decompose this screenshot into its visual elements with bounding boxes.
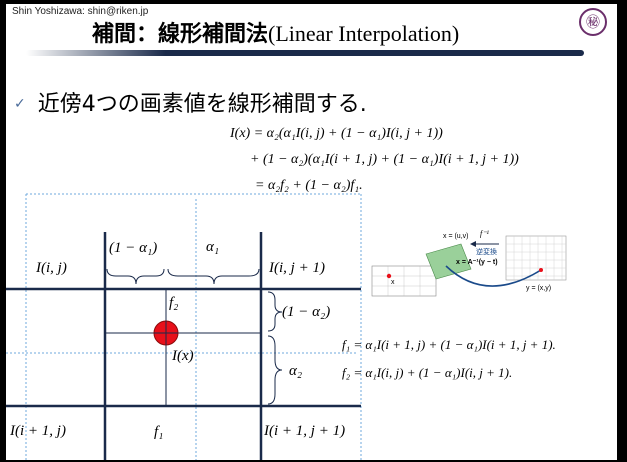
label-alpha2: α₂ [289,363,303,379]
inset-source-grid [372,266,436,296]
equation-line-2: + (1 − α₂)(α₁I(i + 1, j) + (1 − α₁)I(i +… [250,152,519,167]
title-english: (Linear Interpolation) [268,21,460,46]
slide: Shin Yoshizawa: shin@riken.jp 補間：線形補間法(L… [6,4,617,460]
bullet-item: ✓ 近傍4つの画素値を線形補間する. [14,86,367,118]
brace-one-minus-a1 [106,268,165,285]
label-I-i1-j1: I(i + 1, j + 1) [264,423,346,439]
title-japanese: 補間：線形補間法 [92,22,269,47]
label-one-minus-alpha2: (1 − α₂) [282,304,331,320]
inset-green-patch [425,243,472,280]
equation-line-3: = α₂f₂ + (1 − α₂)f₁. [255,178,363,193]
label-one-minus-alpha1: (1 − α₁) [109,240,158,256]
pixel-grid-lines [6,232,361,460]
inset-target-gridlines [506,236,566,280]
inverse-transform-inset [371,235,567,297]
brace-a2 [267,335,283,405]
interpolation-grid [6,193,567,460]
inset-target-point [539,268,543,272]
inset-y-xy: y = (x,y) [526,285,552,292]
label-alpha1: α₁ [206,239,220,255]
inset-arrowhead-icon [470,241,476,247]
label-f2: f₂ [169,295,179,311]
brace-a1 [167,268,260,285]
brace-one-minus-a2 [267,291,283,332]
inset-mapping-curve [445,265,542,287]
equation-f1: f₁ = α₁I(i + 1, j) + (1 − α₁)I(i + 1, j … [342,337,556,352]
inset-source-point [386,273,392,279]
equation-line-1: I(x) = α₂(α₁I(i, j) + (1 − α₁)I(i, j + 1… [230,126,443,141]
label-f1: f₁ [154,424,164,440]
interpolation-lines [105,289,261,406]
inset-f-inverse: f⁻¹ [480,229,489,238]
dashed-grid [6,193,362,460]
author-label: Shin Yoshizawa: shin@riken.jp [12,6,149,17]
page-title: 補間：線形補間法(Linear Interpolation) [92,16,459,48]
inset-inverse-label: 逆変換 [476,248,497,256]
label-I-i-j1: I(i, j + 1) [269,260,325,276]
title-underline [26,50,584,56]
inset-x-uv: x = (u,v) [443,233,469,240]
inset-formula: x = A⁻¹(y − t) [456,259,498,266]
inset-x-dot-label: x [391,279,395,286]
label-I-i-j: I(i, j) [36,260,67,276]
university-seal-icon: ㊙ [579,8,607,36]
bullet-text: 近傍4つの画素値を線形補間する. [37,92,367,117]
equation-f2: f₂ = α₁I(i, j) + (1 − α₁)I(i, j + 1). [342,365,513,380]
label-I-x: I(x) [172,348,194,364]
label-I-i1-j: I(i + 1, j) [10,423,66,439]
checkmark-icon: ✓ [14,96,26,112]
braces [106,268,283,405]
